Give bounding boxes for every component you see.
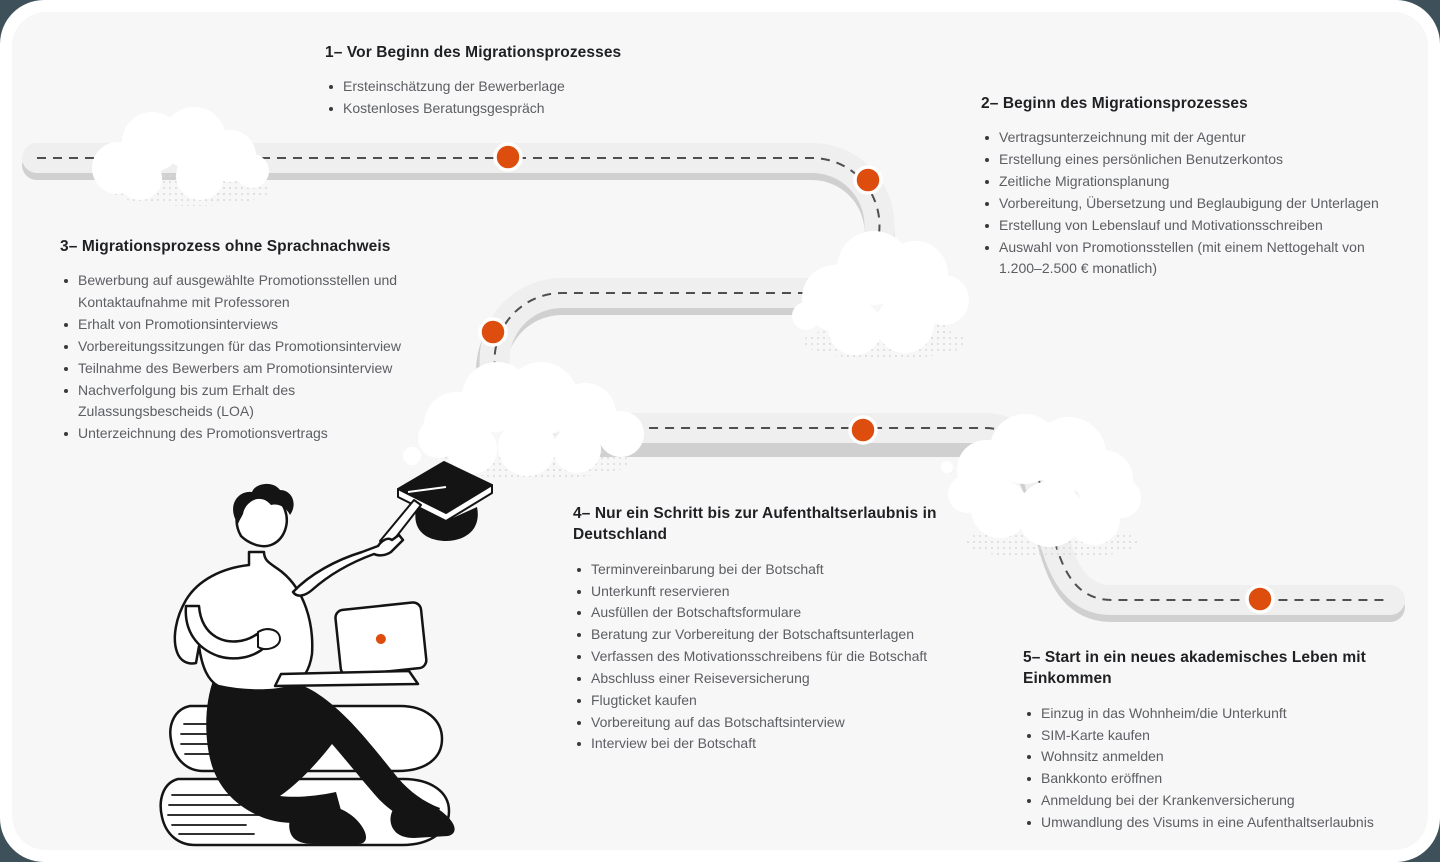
milestone-dot-3 xyxy=(478,317,508,347)
step-item: Vorbereitungssitzungen für das Promotion… xyxy=(60,336,426,358)
step-item: SIM-Karte kaufen xyxy=(1023,725,1403,747)
step-item: Abschluss einer Reiseversicherung xyxy=(573,668,977,690)
step-item: Unterkunft reservieren xyxy=(573,581,977,603)
student-illustration xyxy=(159,483,455,847)
step-item: Erstellung eines persönlichen Benutzerko… xyxy=(981,149,1379,171)
step-section-3: 3– Migrationsprozess ohne Sprachnachweis… xyxy=(60,236,426,445)
person-hair xyxy=(233,483,294,524)
step-item: Vorbereitung, Übersetzung und Beglaubigu… xyxy=(981,193,1379,215)
milestone-dot-4 xyxy=(848,415,878,445)
step-item: Nachverfolgung bis zum Erhalt des Zulass… xyxy=(60,380,426,424)
step-section-4: 4– Nur ein Schritt bis zur Aufenthaltser… xyxy=(573,503,977,755)
step-title-4: 4– Nur ein Schritt bis zur Aufenthaltser… xyxy=(573,505,937,544)
step-item: Einzug in das Wohnheim/die Unterkunft xyxy=(1023,703,1403,725)
step-section-2: 2– Beginn des Migrationsprozesses Vertra… xyxy=(981,93,1379,280)
step-title-5: 5– Start in ein neues akademisches Leben… xyxy=(1023,649,1366,688)
person-pointing-arm xyxy=(291,533,405,597)
milestone-dot-5 xyxy=(1245,584,1275,614)
cloud-icon-4 xyxy=(941,414,1141,559)
cloud-icon-3 xyxy=(403,362,644,479)
step-item: Umwandlung des Visums in eine Aufenthalt… xyxy=(1023,812,1403,834)
step-item: Ausfüllen der Botschaftsformulare xyxy=(573,602,977,624)
shoe xyxy=(289,806,366,844)
step-item: Erhalt von Promotionsinterviews xyxy=(60,314,426,336)
step-item: Erstellung von Lebenslauf und Motivation… xyxy=(981,215,1379,237)
step-item: Verfassen des Motivationsschreibens für … xyxy=(573,646,977,668)
laptop-illustration xyxy=(273,601,428,688)
person-legs xyxy=(206,674,440,830)
milestone-dot-1 xyxy=(493,142,523,172)
step-item: Terminvereinbarung bei der Botschaft xyxy=(573,559,977,581)
laptop-logo-dot xyxy=(375,634,386,645)
step-item: Wohnsitz anmelden xyxy=(1023,746,1403,768)
step-item: Flugticket kaufen xyxy=(573,690,977,712)
step-item: Anmeldung bei der Krankenversicherung xyxy=(1023,790,1403,812)
milestone-dot-2 xyxy=(853,165,883,195)
step-item: Vertragsunterzeichnung mit der Agentur xyxy=(981,127,1379,149)
person-left-hand xyxy=(257,628,281,650)
step-item: Bewerbung auf ausgewählte Promotionsstel… xyxy=(60,270,426,314)
step-item: Ersteinschätzung der Bewerberlage xyxy=(325,76,670,98)
step-title-1: 1– Vor Beginn des Migrationsprozesses xyxy=(325,44,622,61)
cloud-icon-2 xyxy=(792,231,969,359)
step-item: Bankkonto eröffnen xyxy=(1023,768,1403,790)
step-title-2: 2– Beginn des Migrationsprozesses xyxy=(981,95,1248,112)
step-item: Kostenloses Beratungsgespräch xyxy=(325,98,670,120)
step-item: Interview bei der Botschaft xyxy=(573,733,977,755)
shoe xyxy=(390,802,455,838)
step-item-list-3: Bewerbung auf ausgewählte Promotionsstel… xyxy=(60,270,426,445)
cloud-icon-1 xyxy=(92,107,270,206)
step-item: Zeitliche Migrationsplanung xyxy=(981,171,1379,193)
step-item: Teilnahme des Bewerbers am Promotionsint… xyxy=(60,358,426,380)
step-item: Unterzeichnung des Promotionsvertrags xyxy=(60,423,426,445)
step-title-3: 3– Migrationsprozess ohne Sprachnachweis xyxy=(60,238,391,255)
step-section-1: 1– Vor Beginn des Migrationsprozesses Er… xyxy=(325,42,670,120)
step-item: Vorbereitung auf das Botschaftsinterview xyxy=(573,712,977,734)
step-item: Auswahl von Promotionsstellen (mit einem… xyxy=(981,237,1379,281)
graduation-cap-icon xyxy=(379,461,493,547)
step-section-5: 5– Start in ein neues akademisches Leben… xyxy=(1023,647,1403,834)
step-item: Beratung zur Vorbereitung der Botschafts… xyxy=(573,624,977,646)
